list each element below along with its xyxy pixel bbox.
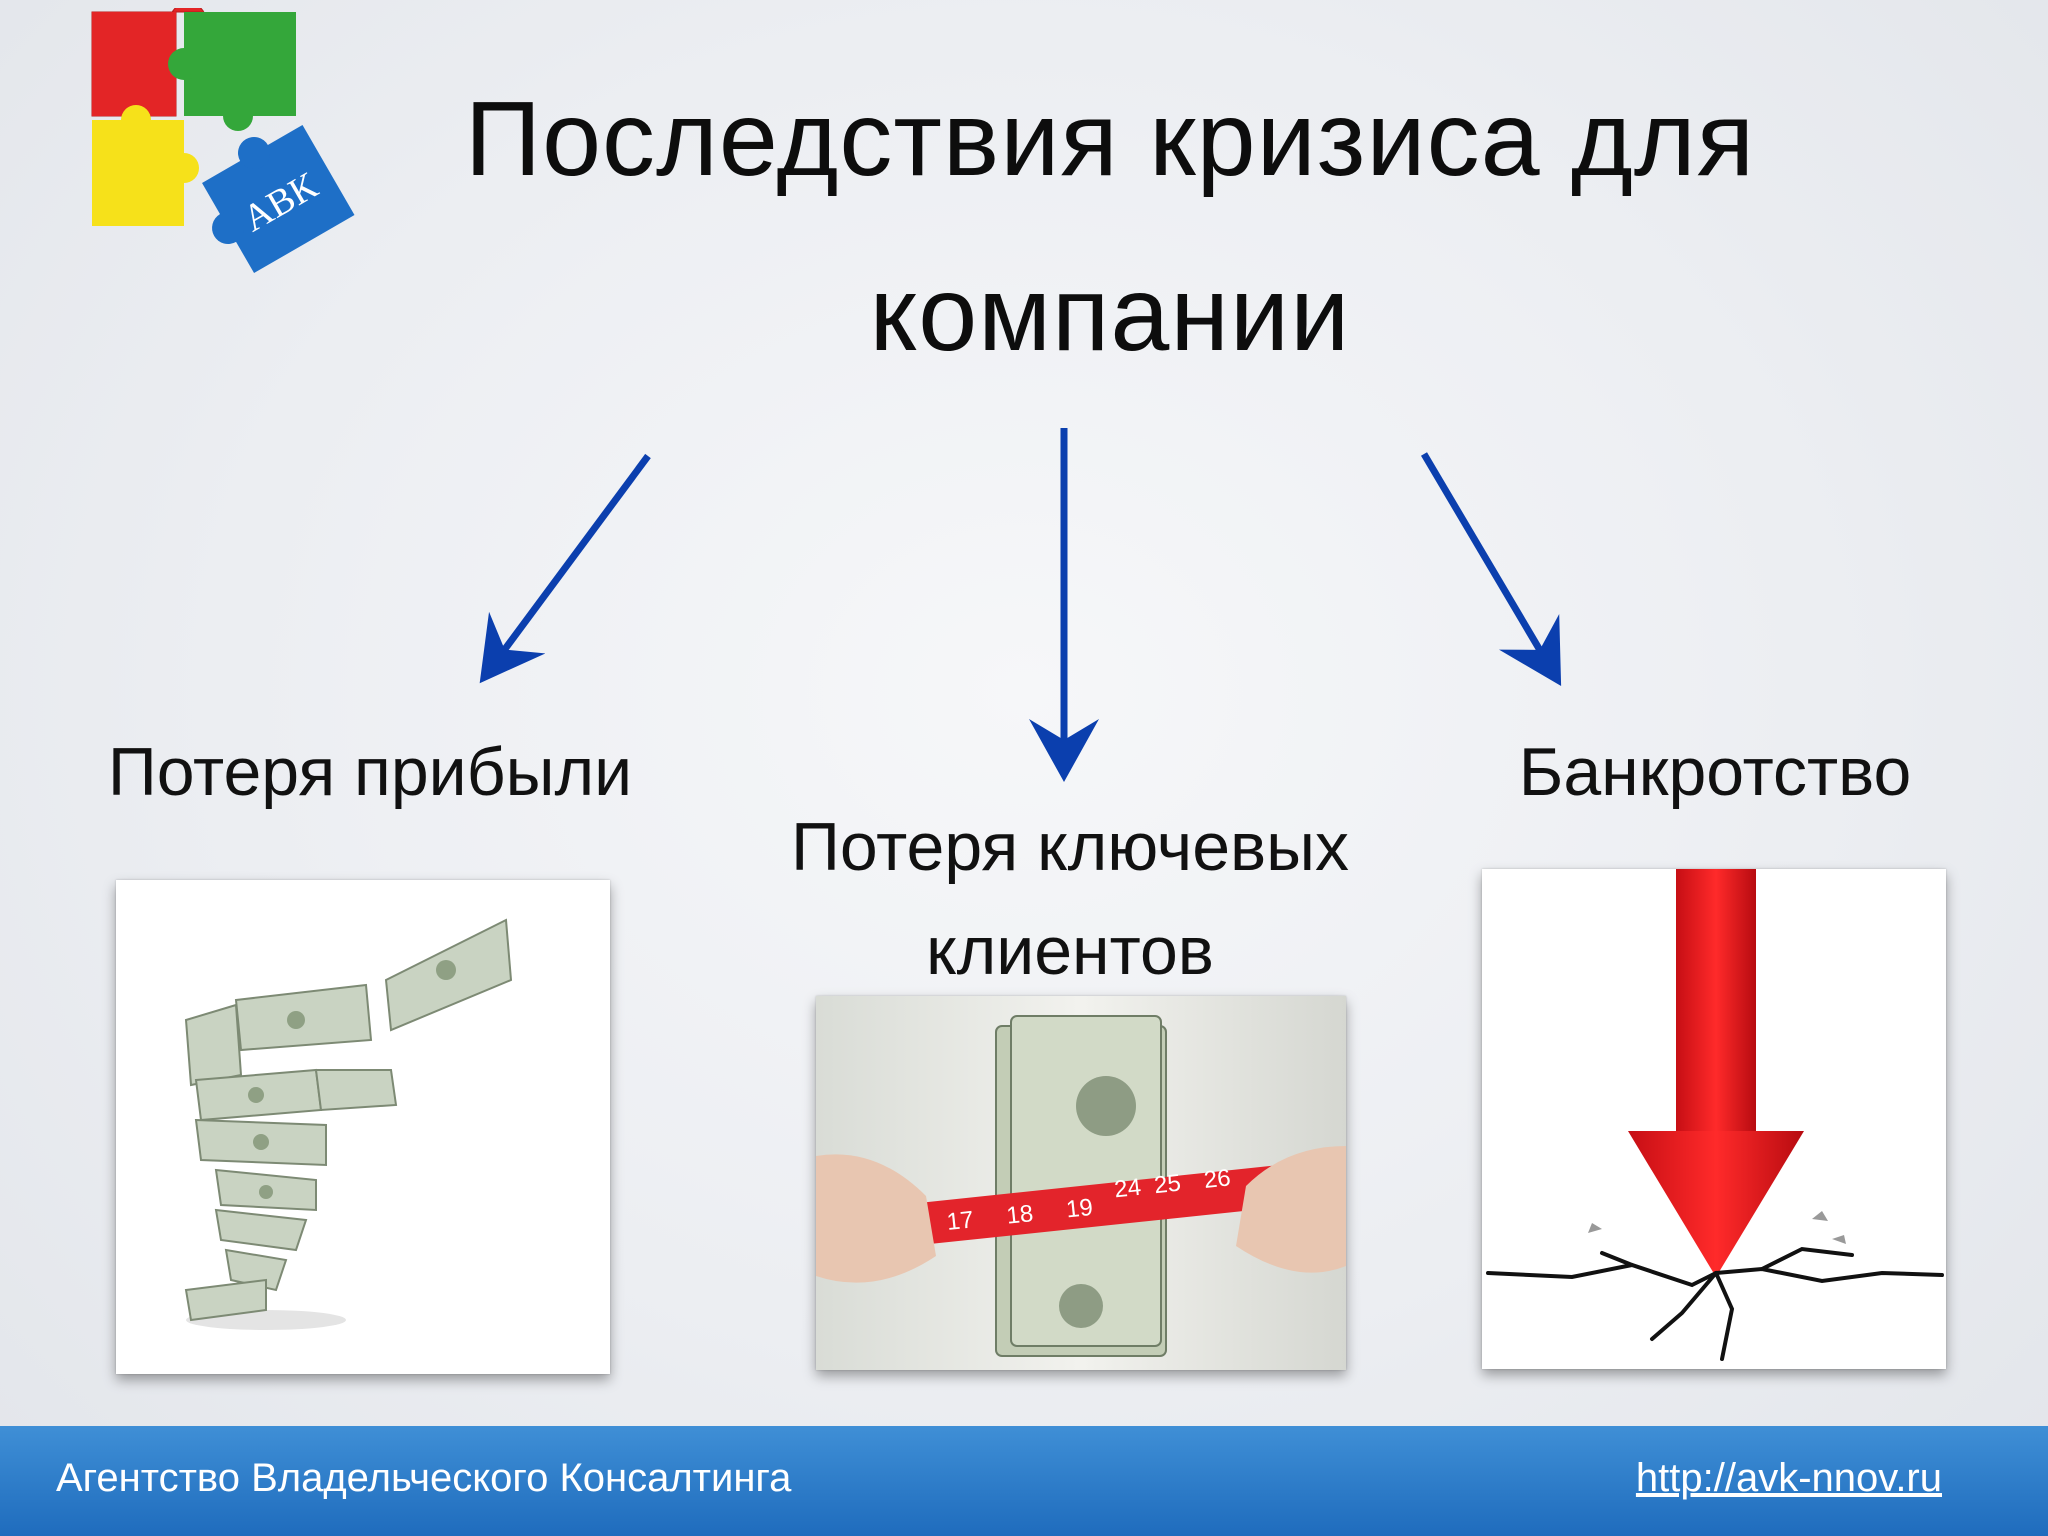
svg-text:18: 18: [1005, 1200, 1034, 1230]
label-key-clients-line-2: клиентов: [926, 913, 1214, 989]
arrow-left: [479, 453, 651, 684]
label-profit-loss: Потеря прибыли: [107, 734, 633, 810]
money-tornado-image: [116, 880, 610, 1374]
footer-bar: Агентство Владельческого Консалтинга htt…: [0, 1426, 2048, 1536]
label-bankruptcy: Банкротство: [1518, 734, 1912, 810]
footer-website-link[interactable]: http://avk-nnov.ru: [1635, 1456, 1942, 1500]
svg-text:19: 19: [1065, 1194, 1094, 1224]
svg-text:24: 24: [1113, 1174, 1142, 1204]
slide-title: Последствия кризиса для компании: [380, 52, 1840, 402]
title-line-1: Последствия кризиса для: [464, 80, 1756, 198]
title-line-2: компании: [869, 255, 1351, 373]
svg-text:26: 26: [1202, 1164, 1231, 1194]
money-measuring-tape-image: 17 18 19 24 25 26: [816, 996, 1346, 1370]
svg-text:25: 25: [1153, 1170, 1182, 1200]
label-key-clients-loss: Потеря ключевых клиентов: [700, 795, 1440, 1003]
company-logo: АВК: [88, 2, 378, 288]
label-key-clients-line-1: Потеря ключевых: [790, 809, 1350, 885]
footer-company-name: Агентство Владельческого Консалтинга: [56, 1456, 792, 1500]
svg-text:17: 17: [945, 1206, 974, 1236]
arrow-right: [1420, 452, 1562, 687]
red-arrow-crack-image: [1482, 869, 1946, 1369]
